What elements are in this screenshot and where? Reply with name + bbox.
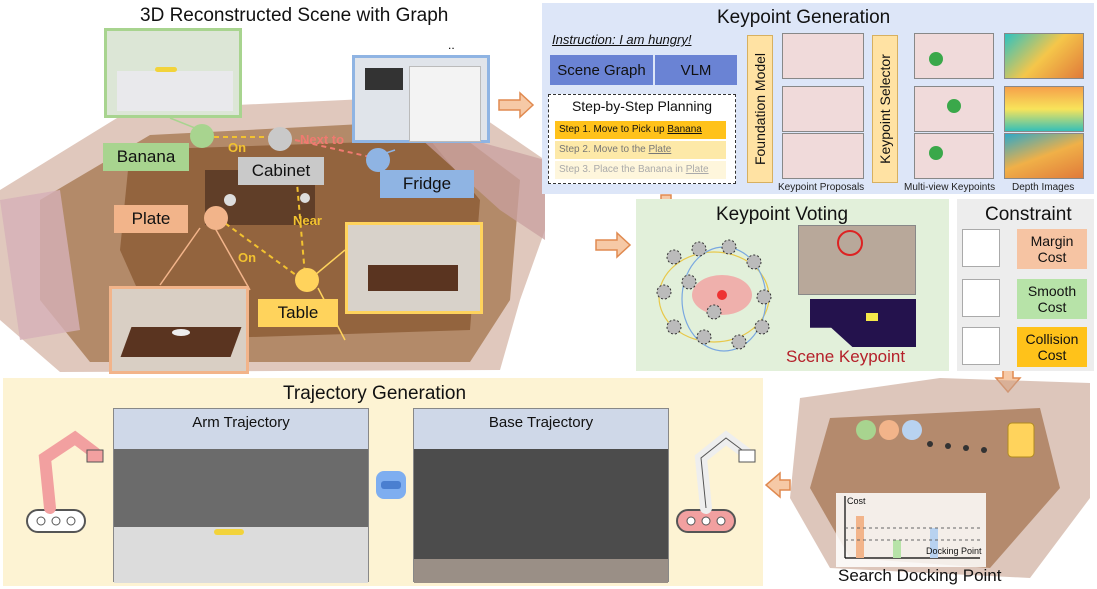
proposal-image-3 <box>782 133 864 179</box>
edge-next-to: Next to <box>300 132 345 147</box>
keypoint-voting-panel: Keypoint Voting Scene Keypoint <box>636 199 949 371</box>
table-view-image <box>345 222 483 314</box>
table-node <box>295 268 319 292</box>
robot-arm-icon <box>26 430 104 533</box>
banana-view-image <box>104 28 242 118</box>
constraint-title: Constraint <box>985 204 1072 225</box>
caption-keypoint-proposals: Keypoint Proposals <box>778 182 865 193</box>
smooth-cost-box: Smooth Cost <box>1017 279 1087 319</box>
planning-title: Step-by-Step Planning <box>571 98 713 114</box>
fridge-label: Fridge <box>380 170 474 198</box>
banana-label: Banana <box>103 143 189 171</box>
vlm-box: VLM <box>655 55 737 85</box>
plate-label: Plate <box>114 205 188 233</box>
docking-scene <box>790 378 1090 578</box>
cabinet-label: Cabinet <box>238 157 324 185</box>
margin-cost-box: Margin Cost <box>1017 229 1087 269</box>
selected-image-3 <box>914 133 994 179</box>
plate-node <box>204 206 228 230</box>
constraint-panel: Constraint Margin Cost Smooth Cost Colli… <box>957 199 1094 371</box>
base-trajectory-image <box>413 408 669 583</box>
trajectory-panel: Trajectory Generation Arm Trajectory Bas… <box>3 378 763 586</box>
docking-x-axis-label: Docking Point <box>926 546 982 556</box>
edge-on-plate-table: On <box>238 250 257 265</box>
plus-icon <box>376 471 406 499</box>
plan-step-2: Step 2. Move to the Plate <box>555 141 726 159</box>
scene-title: 3D Reconstructed Scene with Graph <box>140 5 449 26</box>
keypoint-selector-bar: Keypoint Selector <box>872 35 898 183</box>
arm-trajectory-image <box>113 408 369 583</box>
proposal-image-1 <box>782 33 864 79</box>
caption-multiview-keypoints: Multi-view Keypoints <box>904 182 996 193</box>
arm-trajectory-label: Arm Trajectory <box>192 414 290 431</box>
scene-keypoint-label: Scene Keypoint <box>786 347 906 366</box>
plan-step-3: Step 3. Place the Banana in Plate <box>555 161 726 179</box>
cabinet-node <box>268 127 292 151</box>
keypoint-generation-title: Keypoint Generation <box>717 7 891 28</box>
docking-y-axis-label: Cost <box>847 496 866 506</box>
foundation-model-bar: Foundation Model <box>747 35 773 183</box>
voting-depth-image <box>810 299 916 347</box>
keypoint-generation-panel: Keypoint Generation Instruction: I am hu… <box>542 3 1094 194</box>
depth-image-1 <box>1004 33 1084 79</box>
keypoint-voting-title: Keypoint Voting <box>716 204 849 225</box>
caption-depth-images: Depth Images <box>1012 182 1075 193</box>
voting-scene-image <box>798 225 916 295</box>
collision-cost-box: Collision Cost <box>1017 327 1087 367</box>
edge-near: Near <box>293 213 322 228</box>
base-trajectory-label: Base Trajectory <box>488 414 594 431</box>
docking-panel: Cost Docking Point Search Docking Point <box>790 378 1094 586</box>
depth-image-3 <box>1004 133 1084 179</box>
planning-box: Step-by-Step Planning Step 1. Move to Pi… <box>548 94 736 184</box>
margin-robot-icon <box>962 229 1000 267</box>
fridge-node <box>366 148 390 172</box>
docking-title: Search Docking Point <box>838 566 1002 585</box>
proposal-image-2 <box>782 86 864 132</box>
scene-graph-box: Scene Graph <box>550 55 653 85</box>
mobile-robot-icon <box>676 430 756 533</box>
selected-image-2 <box>914 86 994 132</box>
voting-graph <box>656 239 772 352</box>
edge-on-banana-cabinet: On <box>228 140 247 155</box>
instruction-text: Instruction: I am hungry! <box>552 32 692 47</box>
plan-step-1: Step 1. Move to Pick up Banana <box>555 121 726 139</box>
banana-node <box>190 124 214 148</box>
plate-view-image <box>109 286 249 374</box>
scene-ellipsis: .. <box>448 38 455 52</box>
selected-image-1 <box>914 33 994 79</box>
depth-image-2 <box>1004 86 1084 132</box>
fridge-view-image <box>352 55 490 143</box>
collision-robot-icon <box>962 327 1000 365</box>
smooth-robot-icon <box>962 279 1000 317</box>
table-label: Table <box>258 299 338 327</box>
trajectory-title: Trajectory Generation <box>283 383 467 404</box>
